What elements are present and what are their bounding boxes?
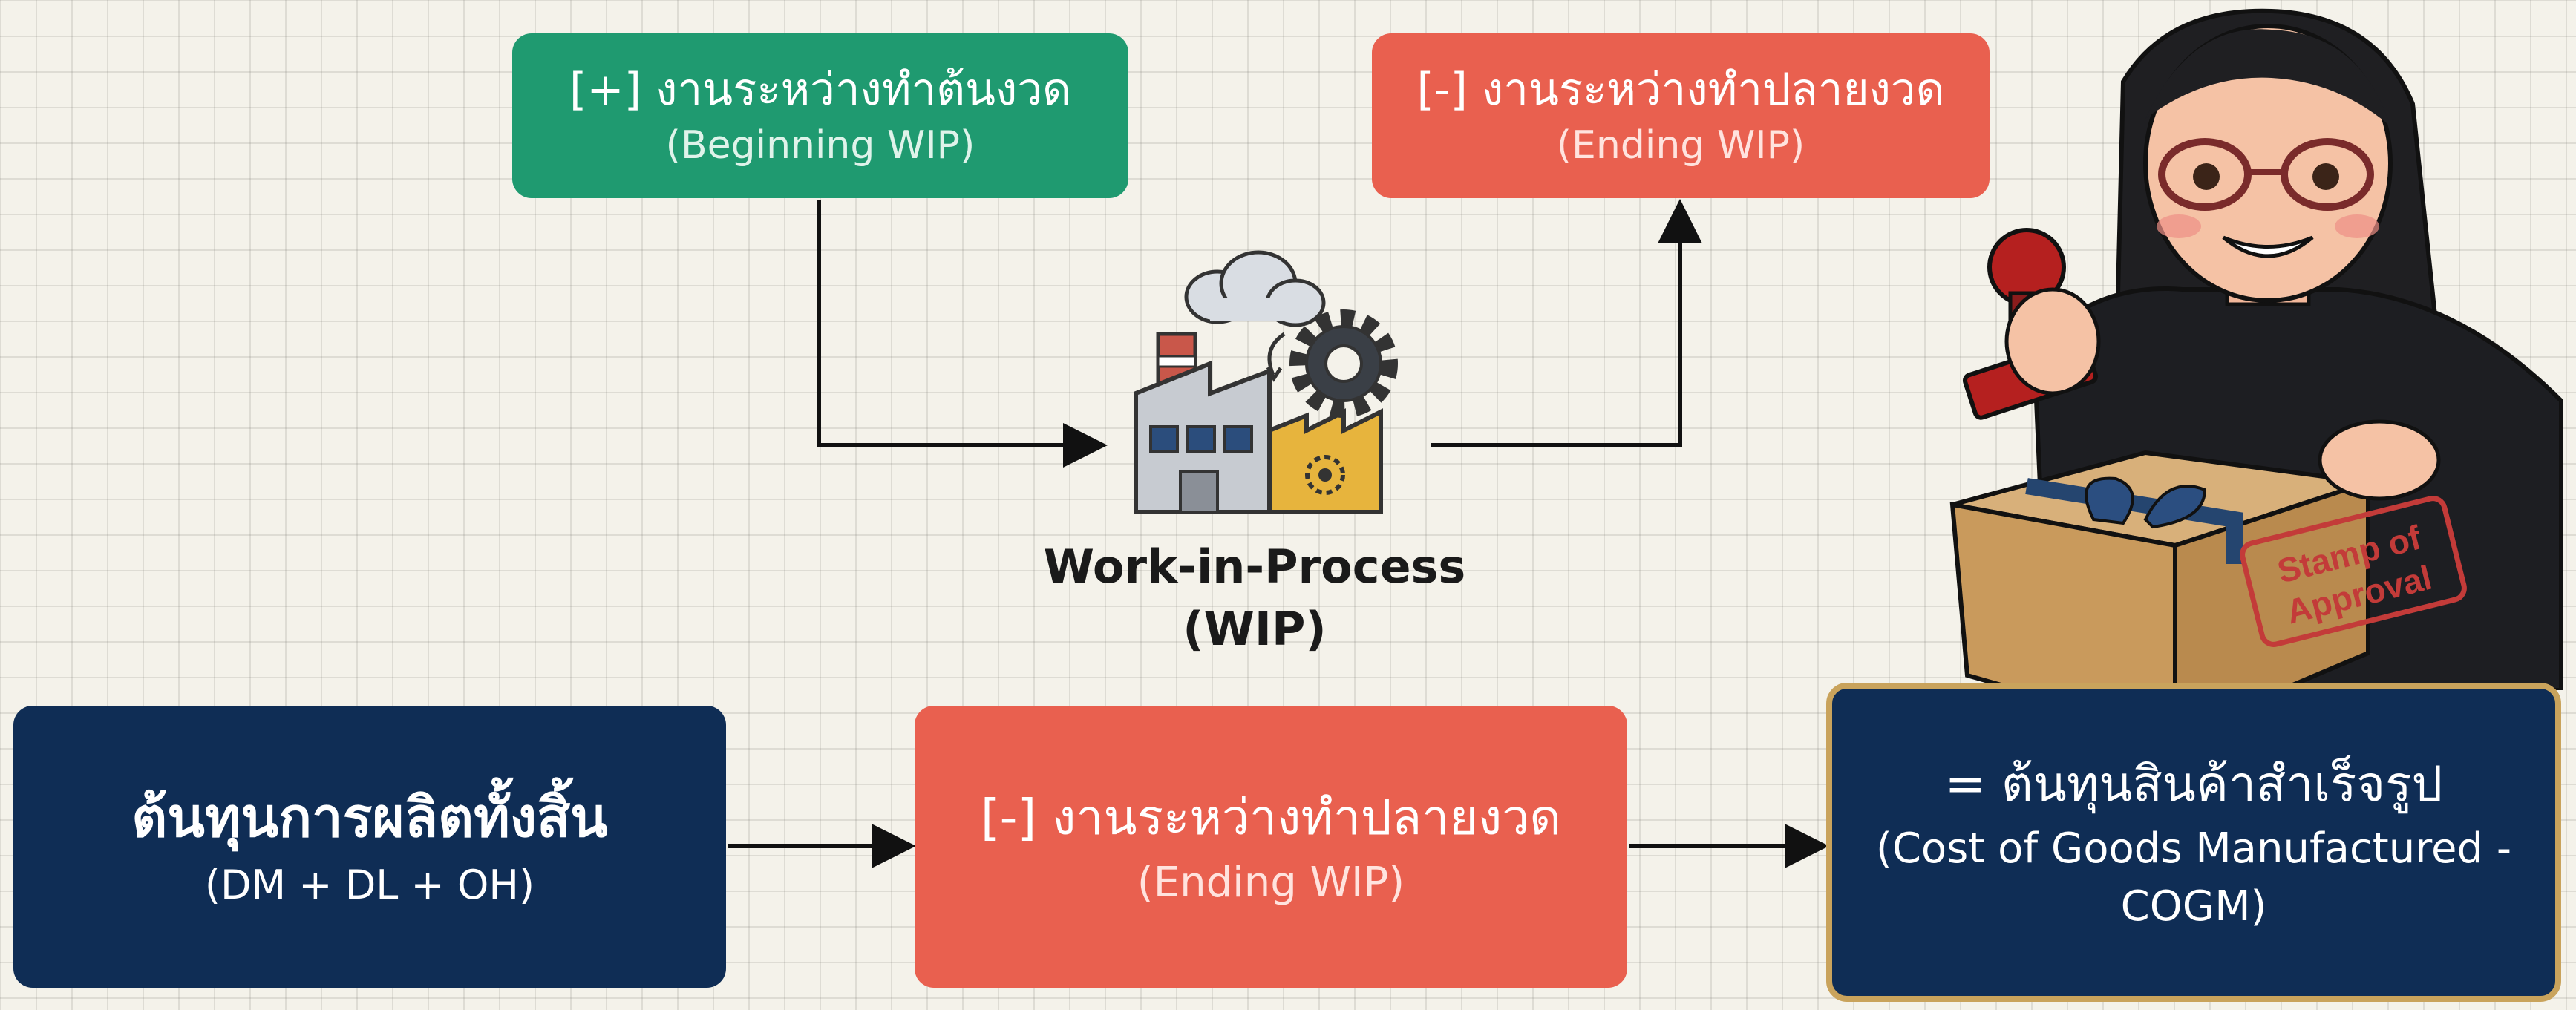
ending-wip-bottom-sublabel: (Ending WIP) [1137,859,1405,907]
beginning-wip-label: [+] งานระหว่างทำต้นงวด [569,64,1072,116]
ending-wip-top-sublabel: (Ending WIP) [1556,123,1805,168]
beginning-wip-sublabel: (Beginning WIP) [665,123,975,168]
cogm-label: = ต้นทุนสินค้าสำเร็จรูป [1944,755,2443,813]
wip-label: Work-in-Process (WIP) [1010,536,1500,660]
factory-icon [1134,250,1398,514]
cloud-icon [1184,250,1326,327]
cogm-sublabel: (Cost of Goods Manufactured - COGM) [1875,824,2512,931]
cogm-box: = ต้นทุนสินค้าสำเร็จรูป (Cost of Goods M… [1826,683,2561,1002]
ending-wip-bottom-label: [-] งานระหว่างทำปลายงวด [980,789,1562,846]
mascot-illustration: Stamp of Approval [1949,8,2563,690]
beginning-wip-box: [+] งานระหว่างทำต้นงวด (Beginning WIP) [512,33,1128,198]
total-cost-formula: (DM + DL + OH) [204,862,535,908]
gift-box-icon [1949,450,2370,690]
gear-icon [1289,309,1398,418]
ending-wip-bottom-box: [-] งานระหว่างทำปลายงวด (Ending WIP) [915,706,1627,988]
ending-wip-top-box: [-] งานระหว่างทำปลายงวด (Ending WIP) [1372,33,1990,198]
ending-wip-top-label: [-] งานระหว่างทำปลายงวด [1416,64,1945,116]
arrow-wip-to-ending [1431,199,1702,447]
total-cost-label: ต้นทุนการผลิตทั้งสิ้น [131,786,608,850]
wip-title: Work-in-Process [1043,540,1466,594]
arrow-beginning-to-wip [817,200,1108,468]
total-manufacturing-cost-box: ต้นทุนการผลิตทั้งสิ้น (DM + DL + OH) [13,706,726,988]
wip-abbrev: (WIP) [1183,602,1327,656]
glasses-icon [2158,138,2374,211]
